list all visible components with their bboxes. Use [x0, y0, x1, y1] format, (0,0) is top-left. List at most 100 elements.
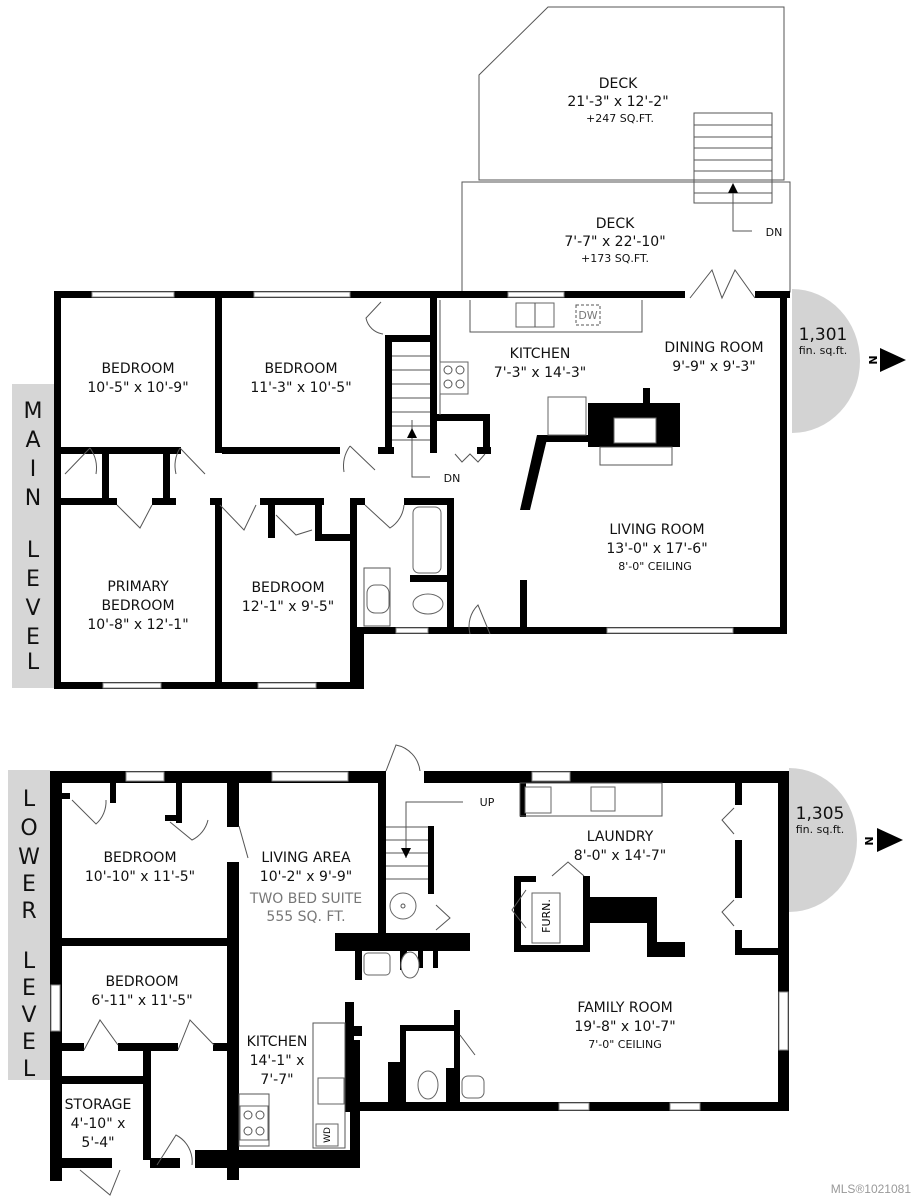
- room-dims: 10'-10" x 11'-5": [85, 869, 195, 885]
- deck-stairs-dn-label: DN: [766, 226, 783, 239]
- main-level-label-strip: [12, 384, 54, 688]
- room-dims: 8'-0" x 14'-7": [574, 848, 666, 864]
- room-name: FAMILY ROOM: [577, 1000, 672, 1016]
- stairs-arrow-icon: [407, 428, 417, 438]
- room-name: PRIMARY: [107, 579, 169, 595]
- level-letter: O: [20, 816, 37, 841]
- room-dims: 7'-7": [260, 1072, 293, 1088]
- room-note: 7'-0" CEILING: [588, 1038, 662, 1051]
- room-dims: 12'-1" x 9'-5": [242, 599, 334, 615]
- lower-sqft-badge: 1,305 fin. sq.ft. N: [789, 768, 903, 912]
- stove-icon: [439, 361, 469, 395]
- toilet-icon: [417, 1070, 439, 1100]
- sink-icon: [366, 584, 390, 614]
- sqft-unit: fin. sq.ft.: [796, 823, 845, 836]
- room-name: BEDROOM: [264, 361, 337, 377]
- north-label: N: [867, 355, 880, 364]
- sink-icon: [363, 952, 391, 976]
- upper-deck: DN DECK 21'-3" x 12'-2" +247 SQ.FT.: [478, 6, 785, 239]
- level-letter: W: [18, 845, 40, 870]
- room-dims: 9'-9" x 9'-3": [672, 359, 756, 375]
- room-name: DECK: [599, 76, 638, 92]
- level-letter: E: [26, 567, 40, 592]
- room-name: DINING ROOM: [664, 340, 763, 356]
- room-name: BEDROOM: [105, 974, 178, 990]
- level-letter: A: [25, 428, 40, 453]
- lower-stairs: UP: [385, 744, 495, 920]
- level-letter: L: [23, 949, 36, 974]
- room-name: BEDROOM: [103, 850, 176, 866]
- washer-icon: [524, 786, 552, 814]
- stairs-arrow-icon: [401, 848, 411, 858]
- room-dims: 4'-10" x: [71, 1116, 126, 1132]
- room-dims: 11'-3" x 10'-5": [250, 380, 351, 396]
- furnace-label: FURN.: [540, 899, 553, 933]
- furnace-box: [531, 892, 561, 944]
- room-name: DECK: [596, 216, 635, 232]
- room-name: KITCHEN: [247, 1034, 308, 1050]
- dishwasher-label: DW: [578, 309, 597, 322]
- room-dims: 10'-2" x 9'-9": [260, 869, 352, 885]
- level-letter: L: [23, 1057, 36, 1082]
- level-letter: I: [30, 457, 37, 482]
- room-dims: 7'-7" x 22'-10": [564, 234, 665, 250]
- toilet-icon: [400, 951, 420, 979]
- north-arrow-icon: [880, 348, 906, 372]
- sink-icon: [461, 1075, 485, 1099]
- toilet-icon: [412, 593, 444, 615]
- level-letter: V: [21, 1003, 36, 1028]
- level-letter: L: [27, 538, 40, 563]
- room-name: KITCHEN: [510, 346, 571, 362]
- stove-icon: [239, 1105, 269, 1141]
- room-dims: 5'-4": [81, 1135, 114, 1151]
- stairs-dn-label: DN: [444, 472, 461, 485]
- main-level: M A I N L E V E L: [12, 268, 906, 689]
- level-letter: R: [21, 899, 36, 924]
- stairs-arrow-icon: [728, 183, 738, 193]
- washer-dryer-box: [315, 1123, 339, 1147]
- laundry-sink-icon: [590, 786, 616, 812]
- room-dims: 21'-3" x 12'-2": [567, 94, 668, 110]
- mls-watermark: MLS®1021081: [830, 1182, 911, 1196]
- kitchen-sink-icon: [317, 1077, 345, 1105]
- lower-level-label-strip: [8, 770, 50, 1080]
- level-letter: L: [27, 650, 40, 675]
- room-dims: 19'-8" x 10'-7": [574, 1019, 675, 1035]
- stairs-up-label: UP: [480, 796, 495, 809]
- room-dims: 6'-11" x 11'-5": [91, 993, 192, 1009]
- level-letter: N: [25, 486, 41, 511]
- room-dims: 7'-3" x 14'-3": [494, 365, 586, 381]
- room-name: LIVING ROOM: [609, 522, 704, 538]
- main-stairs: DN: [392, 355, 461, 485]
- room-name: BEDROOM: [101, 361, 174, 377]
- level-letter: M: [24, 399, 43, 424]
- suite-sqft: 555 SQ. FT.: [266, 909, 345, 925]
- room-name: BEDROOM: [251, 580, 324, 596]
- suite-note: TWO BED SUITE: [249, 891, 362, 907]
- sqft-value: 1,305: [796, 804, 845, 824]
- level-letter: E: [22, 1030, 36, 1055]
- door-swings: [64, 268, 756, 635]
- room-dims: 13'-0" x 17'-6": [606, 541, 707, 557]
- room-name: BEDROOM: [101, 598, 174, 614]
- room-name: STORAGE: [65, 1097, 132, 1113]
- room-note: 8'-0" CEILING: [618, 560, 692, 573]
- sqft-value: 1,301: [799, 325, 848, 345]
- level-letter: E: [22, 976, 36, 1001]
- water-heater-icon: [389, 892, 417, 920]
- room-dims: 10'-5" x 10'-9": [87, 380, 188, 396]
- room-dims: 10'-8" x 12'-1": [87, 617, 188, 633]
- door-swings: [71, 799, 735, 1196]
- lower-level: L O W E R L E V E L: [8, 744, 903, 1196]
- level-letter: V: [25, 596, 40, 621]
- laundry-fixtures: FURN.: [519, 782, 663, 944]
- wd-label: WD: [323, 1127, 333, 1143]
- level-letter: L: [23, 787, 36, 812]
- bathtub-icon: [412, 506, 442, 574]
- sqft-unit: fin. sq.ft.: [799, 344, 848, 357]
- level-letter: E: [26, 625, 40, 650]
- north-label: N: [863, 836, 876, 845]
- room-note: +173 SQ.FT.: [581, 252, 649, 265]
- main-sqft-badge: 1,301 fin. sq.ft. N: [792, 289, 906, 433]
- lower-deck: DECK 7'-7" x 22'-10" +173 SQ.FT.: [461, 181, 791, 293]
